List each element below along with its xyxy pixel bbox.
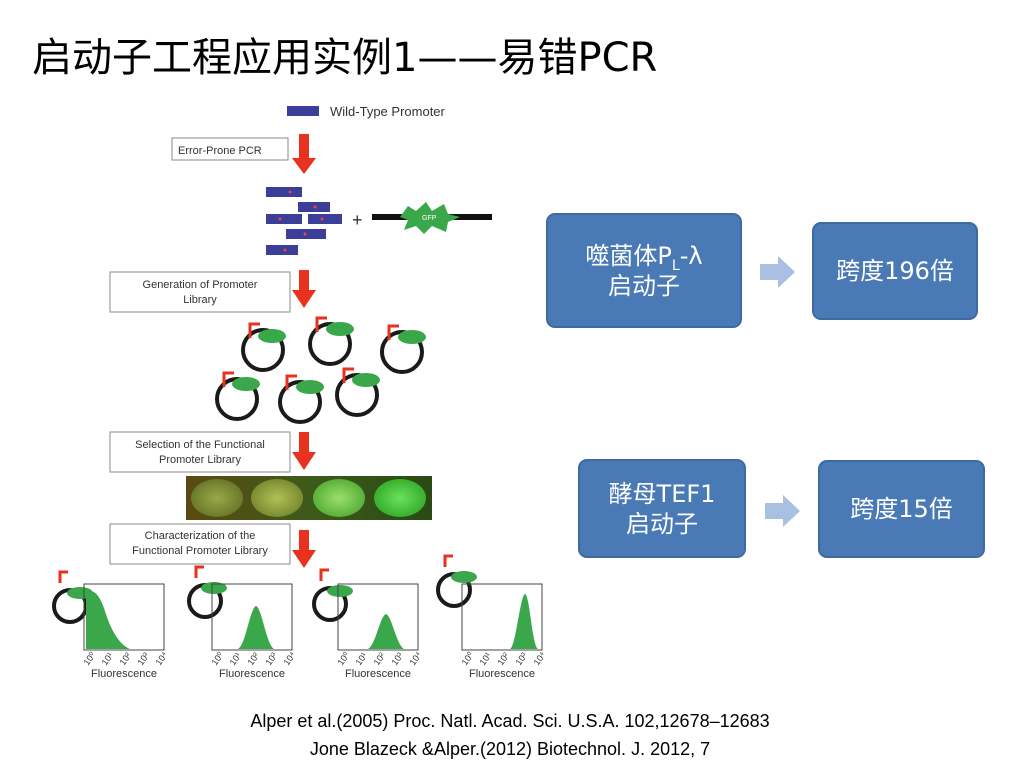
fluorescence-plate xyxy=(186,476,432,520)
gfp-construct: GFP xyxy=(372,202,492,234)
histogram-panel-3 xyxy=(312,568,419,651)
chevron-arrow-1 xyxy=(760,256,795,288)
promoter-engineering-figure: Wild-Type Promoter Error-Prone PCR + GFP… xyxy=(0,96,560,696)
example-2-result-label: 跨度15倍 xyxy=(850,495,953,523)
tick-label: 10² xyxy=(495,651,511,667)
tick-label: 10¹ xyxy=(227,651,243,667)
fluorescence-axis-label: Fluorescence xyxy=(219,668,285,680)
tick-label: 10⁴ xyxy=(153,650,169,667)
citations: Alper et al.(2005) Proc. Natl. Acad. Sci… xyxy=(0,707,1024,763)
tick-label: 10² xyxy=(371,651,387,667)
tick-label: 10² xyxy=(117,651,133,667)
fluorescence-axis-label: Fluorescence xyxy=(91,668,157,680)
red-arrow-1 xyxy=(292,134,316,174)
characterization-label-1: Characterization of the xyxy=(145,530,256,542)
tick-label: 10² xyxy=(245,651,261,667)
tick-label: 10⁰ xyxy=(459,650,475,667)
selection-label-2: Promoter Library xyxy=(159,454,241,466)
example-2-promoter-line2: 启动子 xyxy=(626,509,698,538)
example-2-promoter-box: 酵母TEF1 启动子 xyxy=(578,459,746,558)
red-arrow-2 xyxy=(292,270,316,308)
histogram-panel-1 xyxy=(52,570,165,651)
example-2-result-box: 跨度15倍 xyxy=(818,460,985,558)
tick-label: 10³ xyxy=(389,651,405,667)
tick-label: 10⁰ xyxy=(209,650,225,667)
slide-title: 启动子工程应用实例1——易错PCR xyxy=(32,35,658,81)
histogram-panel-2 xyxy=(187,565,293,651)
selection-box xyxy=(109,431,291,473)
example-2-promoter-line1: 酵母TEF1 xyxy=(608,479,716,508)
mutant-promoter-fragments xyxy=(266,187,342,255)
tick-label: 10¹ xyxy=(99,651,115,667)
plasmid-promoter-arrows xyxy=(222,316,399,390)
chevron-arrow-2 xyxy=(765,495,800,527)
selection-label-1: Selection of the Functional xyxy=(135,439,265,451)
red-arrow-4 xyxy=(292,530,316,568)
histogram-panel-4 xyxy=(436,554,543,651)
example-1-result-label: 跨度196倍 xyxy=(836,257,954,285)
tick-label: 10¹ xyxy=(353,651,369,667)
example-1-promoter-line2: 启动子 xyxy=(608,271,680,300)
citation-1: Alper et al.(2005) Proc. Natl. Acad. Sci… xyxy=(250,711,770,731)
plasmid-gfp-marks xyxy=(232,322,426,394)
characterization-label-2: Functional Promoter Library xyxy=(132,545,268,557)
tick-label: 10⁴ xyxy=(531,650,547,667)
tick-label: 10⁰ xyxy=(335,650,351,667)
generation-library-label-2: Library xyxy=(183,294,217,306)
tick-label: 10⁰ xyxy=(81,650,97,667)
generation-library-label-1: Generation of Promoter xyxy=(143,279,258,291)
wild-type-label: Wild-Type Promoter xyxy=(330,104,446,119)
fluorescence-axis-label: Fluorescence xyxy=(345,668,411,680)
tick-label: 10³ xyxy=(513,651,529,667)
plus-sign: + xyxy=(352,210,363,230)
tick-label: 10³ xyxy=(263,651,279,667)
characterization-box xyxy=(109,523,291,565)
error-prone-pcr-label: Error-Prone PCR xyxy=(178,145,262,157)
example-1-promoter-line1: 噬菌体PL-λ xyxy=(585,241,703,274)
wild-type-promoter-bar xyxy=(287,106,319,116)
error-prone-pcr-box xyxy=(171,137,289,161)
svg-text:GFP: GFP xyxy=(422,215,437,222)
fluorescence-axis-label: Fluorescence xyxy=(469,668,535,680)
tick-label: 10³ xyxy=(135,651,151,667)
generation-library-box xyxy=(109,271,291,313)
plasmid-library xyxy=(215,322,424,424)
example-1-promoter-box: 噬菌体PL-λ 启动子 xyxy=(546,213,742,328)
tick-label: 10⁴ xyxy=(407,650,423,667)
tick-label: 10¹ xyxy=(477,651,493,667)
example-1-result-box: 跨度196倍 xyxy=(812,222,978,320)
red-arrow-3 xyxy=(292,432,316,470)
tick-label: 10⁴ xyxy=(281,650,297,667)
citation-2: Jone Blazeck &Alper.(2012) Biotechnol. J… xyxy=(309,739,711,759)
